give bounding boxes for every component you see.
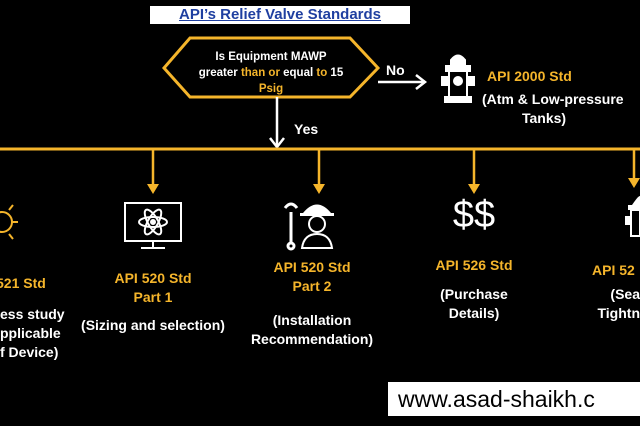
branch-arrow-2: [313, 149, 325, 194]
branch-3-std-line1: API 520 Std: [273, 259, 351, 275]
yes-label: Yes: [294, 121, 319, 137]
no-label: No: [386, 62, 405, 78]
branch-3-desc: (Installation Recommendation): [242, 311, 382, 349]
branch-5-std-line1: API 52: [592, 262, 635, 278]
branch-1-desc-line1: ess study: [0, 306, 65, 322]
branch-3-desc-line1: (Installation: [272, 312, 352, 328]
hydrant-partial-icon: [625, 196, 640, 237]
decision-line2b: than or: [240, 67, 280, 79]
branch-1-std-line1: 521 Std: [0, 275, 46, 291]
decision-line2d: to: [316, 67, 328, 79]
decision-line2a: greater: [198, 67, 241, 79]
no-branch-desc-line2: Tanks): [522, 110, 567, 126]
branch-1-desc-line2: pplicable: [0, 325, 61, 341]
decision-line2c: equal: [279, 67, 317, 79]
no-arrow: [378, 74, 428, 90]
branch-1-std: 521 Std: [0, 274, 46, 293]
branch-arrow-3: [468, 149, 480, 194]
branch-2-desc: (Sizing and selection): [73, 316, 233, 335]
no-branch-desc-line1: (Atm & Low-pressure: [482, 91, 624, 107]
no-branch-std: API 2000 Std: [487, 68, 572, 84]
lightbulb-icon: [0, 204, 18, 240]
wrench-icon: [283, 202, 299, 251]
decision-line1b: MAWP: [290, 51, 327, 63]
branch-2-desc-line1: (Sizing and selection): [81, 317, 225, 333]
branch-1-desc-line3: f Device): [0, 344, 59, 360]
fire-hydrant-icon: [441, 54, 475, 103]
branch-2-std-line1: API 520 Std: [114, 270, 192, 286]
yes-arrow: [269, 97, 285, 150]
website-banner: www.asad-shaikh.c: [388, 382, 640, 416]
decision-text: Is Equipment MAWP greater than or equal …: [188, 49, 354, 97]
decision-box: [162, 36, 381, 99]
branch-1-desc: ess study pplicable f Device): [0, 305, 65, 362]
monitor-atom-icon: [124, 202, 182, 249]
branch-5-desc: (Sea Tightn: [584, 285, 640, 323]
branch-5-std: API 52: [592, 261, 640, 280]
branch-3-std-line2: Part 2: [292, 278, 332, 294]
branch-5-desc-line1: (Sea: [610, 286, 640, 302]
branch-4-std-line1: API 526 Std: [435, 257, 513, 273]
branch-3-std: API 520 Std Part 2: [262, 258, 362, 296]
branch-4-desc: (Purchase Details): [424, 285, 524, 323]
branch-2-std-line2: Part 1: [133, 289, 173, 305]
decision-line1a: Is Equipment: [215, 51, 291, 63]
branch-4-desc-line1: (Purchase: [440, 286, 508, 302]
branch-4-desc-line2: Details): [448, 305, 500, 321]
dollar-signs-icon: $$: [452, 194, 496, 236]
branch-2-std: API 520 Std Part 1: [103, 269, 203, 307]
branch-arrow-4: [628, 149, 640, 188]
decision-line3: Psig: [258, 83, 284, 95]
branch-arrow-1: [147, 149, 159, 194]
page-title: API’s Relief Valve Standards: [150, 6, 410, 24]
no-branch-desc: (Atm & Low-pressure Tanks): [482, 90, 640, 128]
branch-4-std: API 526 Std: [424, 256, 524, 275]
worker-hardhat-icon: [300, 204, 334, 249]
decision-line2e: 15: [327, 67, 344, 79]
branch-3-desc-line2: Recommendation): [250, 331, 374, 347]
branch-5-desc-line2: Tightn: [597, 305, 640, 321]
